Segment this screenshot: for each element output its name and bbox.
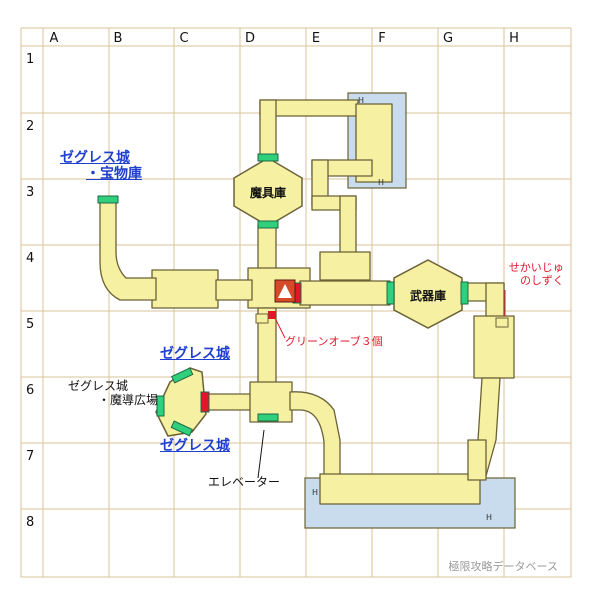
markers: H H H H <box>255 96 509 522</box>
col-label-g: G <box>442 31 454 46</box>
svg-text:H: H <box>358 96 364 105</box>
elevator-callout-line <box>257 429 265 479</box>
col-label-e: E <box>311 31 321 46</box>
note-world-drop-line2: のしずく <box>520 273 564 287</box>
note-green-orb: グリーンオーブ３個 <box>285 335 383 348</box>
rooms <box>155 157 463 437</box>
room-weapon-storage <box>393 259 463 329</box>
label-magic-plaza: ゼグレス城 ・魔導広場 <box>68 379 159 408</box>
row-label-8: 8 <box>26 515 35 530</box>
row-label-6: 6 <box>26 383 35 398</box>
link-treasury-line2[interactable]: ・宝物庫 <box>86 166 142 183</box>
door-green-treasury[interactable] <box>97 195 119 204</box>
row-label-2: 2 <box>26 119 35 134</box>
row-label-7: 7 <box>26 449 35 464</box>
door-green-plaza-top[interactable] <box>171 367 194 384</box>
link-zeguress-upper[interactable]: ゼグレス城 <box>160 346 230 362</box>
note-world-drop: せかいじゅ のしずく <box>502 261 564 287</box>
col-label-c: C <box>179 31 189 46</box>
corridor-east-lower <box>467 439 487 481</box>
doors <box>97 153 469 437</box>
col-label-b: B <box>113 31 123 46</box>
col-label-a: A <box>49 31 59 46</box>
door-green-weapon-east[interactable] <box>460 281 469 305</box>
door-green-plaza-bottom[interactable] <box>170 420 193 437</box>
corridor-left-link <box>215 279 253 301</box>
svg-text:H: H <box>312 488 318 497</box>
door-green-magic-bottom[interactable] <box>257 220 279 229</box>
stairs-icon[interactable] <box>274 279 296 303</box>
corridor-treasury-bend <box>99 201 157 301</box>
label-magic-plaza-line2: ・魔導広場 <box>98 392 159 407</box>
col-label-d: D <box>244 31 255 46</box>
corridor-to-weapon-room <box>299 280 391 306</box>
col-label-h: H <box>509 31 519 46</box>
door-green-magic-top[interactable] <box>257 153 279 162</box>
room-label-weapon-storage: 武器庫 <box>409 289 446 303</box>
treasure-chest-icon[interactable] <box>255 313 269 324</box>
orb-callout-line <box>274 317 286 339</box>
row-label-5: 5 <box>26 317 35 332</box>
corridor-upper-right-hub <box>319 251 371 281</box>
room-label-magic-storage: 魔具庫 <box>249 186 286 200</box>
link-zeguress-lower[interactable]: ゼグレス城 <box>160 438 230 454</box>
row-label-4: 4 <box>26 251 35 266</box>
link-treasury-line1[interactable]: ゼグレス城 <box>60 150 130 166</box>
door-green-weapon-west[interactable] <box>386 281 395 305</box>
row-label-1: 1 <box>26 52 35 67</box>
corridor-top-left-vertical <box>259 99 277 159</box>
label-magic-plaza-line1: ゼグレス城 <box>68 379 129 393</box>
label-elevator: エレベーター <box>208 475 281 489</box>
col-label-f: F <box>378 31 386 46</box>
corridor-mid-right-down <box>339 195 357 255</box>
corridor-bottom <box>319 473 481 505</box>
door-red-plaza[interactable] <box>200 391 210 413</box>
treasure-chest-east-icon[interactable] <box>495 317 509 328</box>
chamber-left <box>151 269 219 309</box>
corridor-lower-bend <box>289 391 341 487</box>
corridors <box>99 99 515 505</box>
link-treasury[interactable]: ゼグレス城 ・宝物庫 <box>60 150 172 182</box>
door-green-plaza-left[interactable] <box>156 395 165 417</box>
svg-text:H: H <box>378 178 384 187</box>
watermark: 極限攻略データベース <box>448 560 558 573</box>
note-world-drop-line1: せかいじゅ <box>508 261 564 274</box>
door-green-elevator[interactable] <box>257 413 279 422</box>
orb-marker-icon <box>268 311 276 319</box>
svg-text:H: H <box>486 513 492 522</box>
grid-border <box>20 27 572 578</box>
row-label-3: 3 <box>26 185 35 200</box>
